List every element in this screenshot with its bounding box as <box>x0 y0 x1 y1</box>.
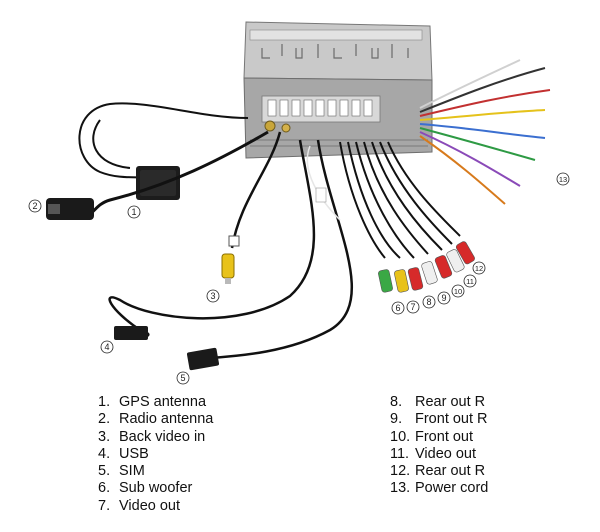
rca-plug-8 <box>407 267 424 291</box>
marker-9: 9 <box>437 291 451 305</box>
svg-text:11: 11 <box>466 277 474 286</box>
legend-item: 12.Rear out R <box>390 463 486 480</box>
marker-4: 4 <box>100 340 114 354</box>
svg-text:4: 4 <box>104 342 109 352</box>
svg-text:7: 7 <box>410 302 415 312</box>
svg-text:5: 5 <box>180 373 185 383</box>
rca-plug-7 <box>394 269 409 293</box>
marker-11: 11 <box>463 274 477 288</box>
marker-12: 12 <box>472 261 486 275</box>
rca-plug-10 <box>434 255 453 279</box>
svg-text:1: 1 <box>131 207 136 217</box>
legend-item: 1.GPS antenna <box>98 394 207 410</box>
marker-13: 13 <box>556 172 570 186</box>
legend-item: 4.USB <box>98 445 149 462</box>
marker-8: 8 <box>422 295 436 309</box>
legend-item: 5.SIM <box>98 463 145 480</box>
sim-cable <box>186 139 354 371</box>
legend-item: 8.Rear out R <box>390 394 486 410</box>
svg-text:3: 3 <box>210 291 215 301</box>
radio-antenna <box>46 130 269 220</box>
legend-item: 9.Front out R <box>390 411 488 428</box>
legend-item: 6.Sub woofer <box>98 480 193 497</box>
rca-plug-9 <box>421 261 438 285</box>
svg-text:13: 13 <box>559 175 567 184</box>
marker-5: 5 <box>176 371 190 385</box>
callout-markers: 1 2 3 4 5 6 7 8 9 10 11 12 13 <box>28 172 570 385</box>
usb-cable <box>108 139 316 340</box>
svg-text:2: 2 <box>32 201 37 211</box>
rca-plugs <box>378 241 475 293</box>
legend-item: 7.Video out <box>98 497 181 514</box>
wiring-diagram: 1 2 3 4 5 6 7 8 9 10 11 12 13 <box>28 21 570 385</box>
legend-item: 3.Back video in <box>98 428 206 445</box>
svg-text:12: 12 <box>475 264 483 273</box>
legend-item: 13.Power cord <box>390 480 489 497</box>
legend-item: 11.Video out <box>390 445 477 462</box>
rca-plug-6 <box>378 269 393 293</box>
legend-item: 2.Radio antenna <box>98 411 214 428</box>
marker-3: 3 <box>206 289 220 303</box>
gps-antenna <box>78 102 249 200</box>
legend-item: 10.Front out <box>390 428 474 445</box>
svg-text:10: 10 <box>454 287 462 296</box>
marker-2: 2 <box>28 199 42 213</box>
marker-7: 7 <box>406 300 420 314</box>
rca-plug-11 <box>446 249 465 273</box>
back-video-in-cable <box>221 131 282 284</box>
svg-text:6: 6 <box>395 303 400 313</box>
marker-6: 6 <box>391 301 405 315</box>
svg-text:8: 8 <box>426 297 431 307</box>
rca-plug-12 <box>455 241 475 265</box>
power-cord-harness <box>419 59 551 205</box>
legend-left-column: 1.GPS antenna 2.Radio antenna 3.Back vid… <box>98 394 213 515</box>
marker-1: 1 <box>127 205 141 219</box>
legend-right-column: 8.Rear out R 9.Front out R 10.Front out … <box>390 394 488 498</box>
tag-wire <box>306 145 341 221</box>
marker-10: 10 <box>451 284 465 298</box>
rca-cables <box>339 141 461 259</box>
svg-text:9: 9 <box>441 293 446 303</box>
head-unit <box>243 21 433 159</box>
